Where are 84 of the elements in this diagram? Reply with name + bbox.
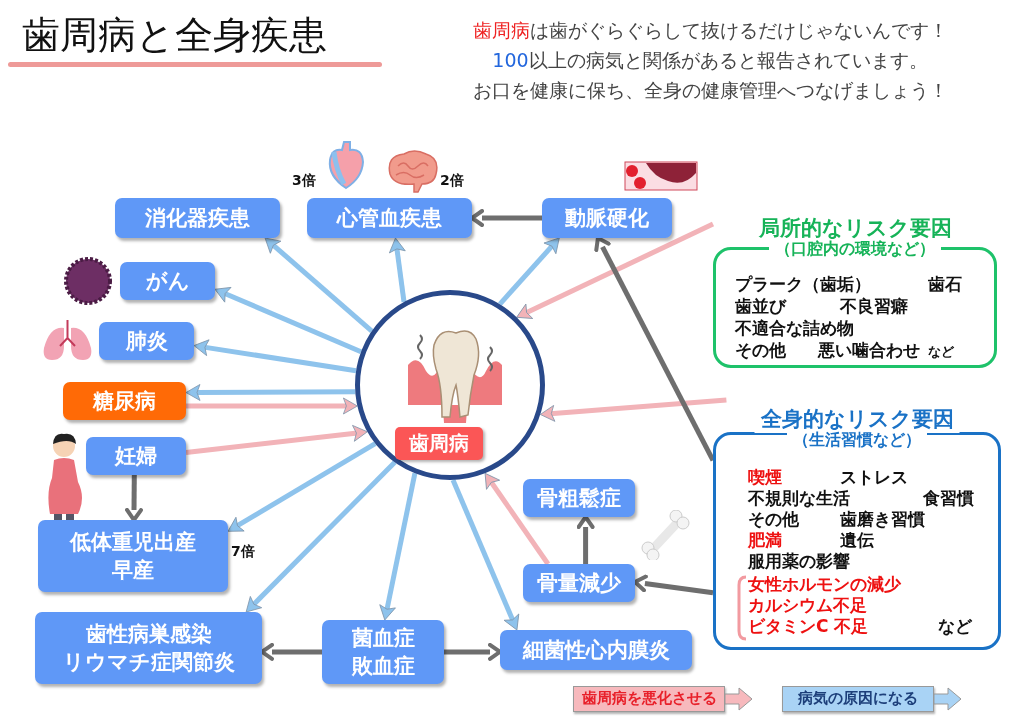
- risk-item: 歯石: [928, 274, 962, 295]
- disease-box: [322, 620, 444, 684]
- intro-text: お口を健康に保ち、全身の健康管理へつなげましょう！: [472, 78, 948, 103]
- risk-item: 喫煙: [748, 467, 782, 488]
- disease-box: [542, 198, 672, 238]
- box-text: 敗血症: [351, 653, 415, 680]
- arrow: [245, 460, 397, 613]
- box-text: 骨粗鬆症: [537, 484, 621, 512]
- disease-box: [99, 322, 194, 360]
- panel-subheading: （生活習慣など）: [787, 430, 927, 451]
- risk-ratio: 7倍: [231, 543, 255, 561]
- box-text: 消化器疾患: [145, 204, 250, 232]
- arrow: [260, 642, 322, 661]
- disease-box: [86, 437, 186, 475]
- box-text: 糖尿病: [93, 387, 156, 415]
- intro-text: 100以上の病気と関係があると報告されています。: [492, 48, 928, 73]
- risk-item: 不適合な詰め物: [735, 318, 854, 339]
- arrow: [125, 475, 143, 522]
- arrow: [214, 287, 362, 354]
- box-text: 肺炎: [125, 327, 168, 355]
- arrow: [193, 339, 357, 374]
- risk-item: その他: [748, 509, 799, 530]
- disease-box: [523, 564, 635, 602]
- arrow: [186, 397, 358, 415]
- legend-label: 病気の原因になる: [798, 689, 918, 708]
- risk-item: ビタミンC 不足: [748, 616, 869, 637]
- risk-item: 服用薬の影響: [748, 551, 850, 572]
- disease-box: [307, 198, 472, 238]
- box-text: 菌血症: [351, 624, 415, 652]
- risk-item: 女性ホルモンの減少: [748, 574, 901, 595]
- risk-item: 不良習癖: [840, 296, 908, 317]
- risk-item: 遺伝: [840, 530, 874, 551]
- risk-item: ストレス: [840, 467, 908, 488]
- title: 歯周病と全身疾患: [22, 12, 327, 59]
- risk-item: 肥満: [748, 530, 782, 551]
- risk-ratio: 2倍: [440, 172, 464, 190]
- arrow: [227, 441, 377, 532]
- disease-box: [63, 382, 186, 420]
- disease-box: [38, 520, 228, 592]
- panel-subheading: （口腔内の環境など）: [769, 239, 941, 260]
- arrow: [185, 425, 368, 455]
- risk-item: など: [938, 616, 972, 637]
- risk-item: 不規則な生活: [748, 488, 850, 509]
- arrow: [470, 209, 542, 227]
- box-text: 細菌性心内膜炎: [522, 636, 670, 664]
- disease-box: [120, 262, 215, 300]
- box-text: 妊婦: [115, 442, 157, 470]
- arrow: [594, 236, 716, 462]
- risk-item: 食習慣: [923, 488, 974, 509]
- risk-item: など: [928, 344, 954, 360]
- arrow: [576, 515, 595, 564]
- arrow: [379, 472, 418, 621]
- disease-label: 歯周病: [395, 427, 483, 460]
- disease-box: [35, 612, 262, 684]
- box-text: 骨量減少: [537, 569, 621, 597]
- risk-item: カルシウム不足: [748, 595, 867, 616]
- box-text: 動脈硬化: [565, 204, 649, 232]
- arrow: [498, 237, 560, 306]
- box-text: 歯性病巣感染: [85, 620, 212, 648]
- box-text: 早産: [112, 557, 154, 584]
- disease-box: [523, 479, 635, 517]
- arrow: [185, 384, 356, 401]
- box-text: がん: [145, 267, 190, 295]
- arrow: [633, 574, 714, 596]
- arrow: [264, 237, 374, 333]
- box-text: 心管血疾患: [337, 204, 442, 232]
- risk-ratio: 3倍: [292, 172, 316, 190]
- disease-box: [500, 630, 692, 670]
- box-text: リウマチ症関節炎: [62, 649, 235, 676]
- arrow: [516, 221, 715, 319]
- arrow: [444, 642, 502, 661]
- risk-item: 歯並び: [735, 296, 786, 317]
- risk-item: 悪い噛合わせ: [818, 340, 920, 361]
- legend-label: 歯周病を悪化させる: [581, 689, 717, 708]
- risk-item: 歯磨き習慣: [840, 509, 925, 530]
- risk-item: プラーク（歯垢）: [735, 274, 871, 295]
- box-text: 低体重児出産: [70, 528, 196, 556]
- disease-box: [115, 198, 280, 238]
- risk-item: その他: [735, 340, 786, 361]
- arrow: [539, 397, 727, 422]
- arrow: [450, 479, 520, 631]
- arrow: [484, 472, 551, 566]
- arrow: [389, 237, 407, 303]
- intro-text: 歯周病は歯がぐらぐらして抜けるだけじゃないんです！: [472, 18, 948, 43]
